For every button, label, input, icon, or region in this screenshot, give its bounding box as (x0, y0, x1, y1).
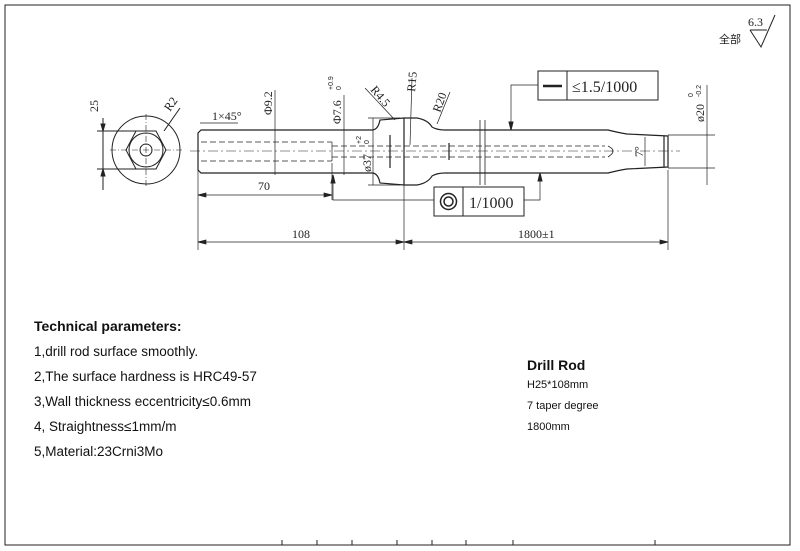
r15-label: R15 (404, 71, 420, 92)
product-spec: Drill Rod H25*108mm 7 taper degree 1800m… (527, 357, 599, 442)
note-item: 1,drill rod surface smoothly. (34, 344, 199, 359)
dia-20-tol-upper: 0 (688, 93, 695, 97)
chamfer-label: 1×45° (212, 109, 242, 123)
note-item: 4, Straightness≤1mm/m (34, 419, 177, 434)
dia-20-tol-lower: -0.2 (696, 85, 703, 97)
surface-finish-symbol: 全部 6.3 (719, 14, 776, 49)
straightness-tolerance-frame: ≤1.5/1000 (508, 70, 659, 131)
note-item: 2,The surface hardness is HRC49-57 (34, 369, 257, 384)
straightness-value: ≤1.5/1000 (572, 79, 637, 96)
length-108-label: 108 (292, 227, 310, 241)
technical-notes: Technical parameters: 1,drill rod surfac… (34, 318, 257, 468)
concentricity-icon (439, 192, 458, 211)
spec-line: 1800mm (527, 421, 570, 433)
length-70-label: 70 (258, 179, 270, 193)
dia-20-label: ø20 (693, 104, 707, 122)
finish-roughness-value: 6.3 (748, 15, 763, 29)
notes-title: Technical parameters: (34, 318, 182, 334)
end-view: 25 R2 (87, 94, 182, 190)
concentricity-tolerance-frame: 1/1000 (330, 172, 543, 217)
spec-line: H25*108mm (527, 379, 589, 391)
spec-title: Drill Rod (527, 357, 586, 373)
dia-37-tol-upper: +2 (356, 136, 363, 144)
r4-5-label: R4.5 (368, 83, 394, 110)
dia-37-tol-lower: 0 (364, 140, 371, 144)
rod-side-view (190, 117, 680, 186)
taper-angle-label: 7° (632, 146, 646, 157)
length-1800-label: 1800±1 (518, 227, 555, 241)
concentricity-value: 1/1000 (469, 195, 513, 212)
end-radius-label: R2 (161, 94, 181, 114)
phi-7-6-label: Φ7.6 (330, 100, 344, 124)
hex-size-label: 25 (87, 100, 101, 112)
dia-37-label: ø37 (360, 154, 374, 172)
spec-line: 7 taper degree (527, 400, 599, 412)
frame-ticks (281, 540, 656, 545)
r20-label: R20 (430, 90, 450, 114)
finish-scope-label: 全部 (719, 32, 741, 46)
phi-7-6-tol-lower: 0 (336, 86, 343, 90)
note-item: 3,Wall thickness eccentricity≤0.6mm (34, 394, 251, 409)
phi-9-2-label: Φ9.2 (261, 91, 275, 115)
phi-7-6-tol-upper: +0.9 (328, 76, 335, 90)
dimensions: 1×45° Φ9.2 Φ7.6 +0.9 0 R4.5 R15 R20 ø37 … (197, 71, 715, 250)
note-item: 5,Material:23Crni3Mo (34, 444, 164, 459)
